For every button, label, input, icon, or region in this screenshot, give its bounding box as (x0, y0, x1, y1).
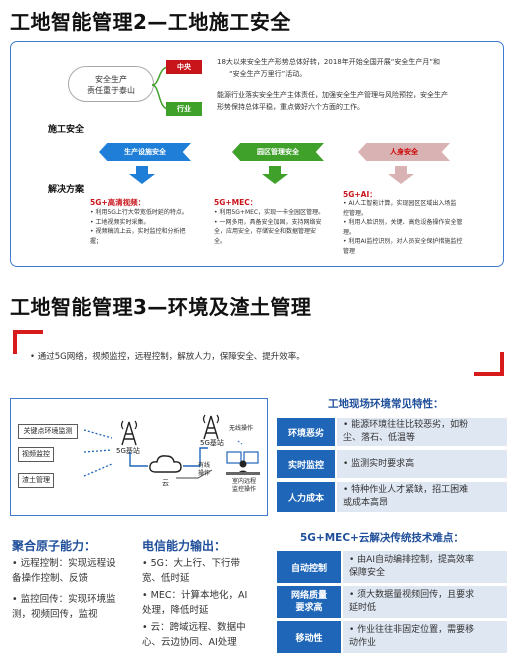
section2-summary: • 通过5G网络，视频监控，远程控制，解放人力，保障安全、提升效率。 (30, 352, 305, 362)
telecom-capability-list: • 5G：大上行、下行带 宽、低时延 • MEC：计算本地化，AI 处理，降低时… (142, 558, 248, 648)
red-bracket-left (13, 330, 17, 354)
down-arrow-icon (262, 166, 288, 184)
box-environment-monitoring: 关键点环境监测 (18, 424, 78, 439)
connection-lines (129, 440, 243, 479)
telecom-capability-title: 电信能力输出： (142, 539, 227, 553)
col3-body: • AI人工智能计算，实现园区区域出入场监 控管理。 • 利用人脸识别，关键、高… (343, 200, 463, 255)
box-muck-management: 渣土管理 (18, 473, 54, 488)
col2-heading: 5G+MEC： (214, 198, 258, 207)
wired-op-label: 有线 操作 (198, 462, 211, 477)
col1-heading: 5G+高清视频： (90, 198, 146, 207)
safety-panel (10, 41, 504, 267)
col1-body: • 利用5G上行大带宽低时延的特点。 • 工地视频实时采集。 • 视频稿流上云，… (90, 209, 188, 245)
down-arrow-icon (388, 166, 414, 184)
red-bracket-right-bottom (474, 372, 504, 376)
signal-waves-icon (83, 429, 113, 477)
env-row-text: • 特种作业人才紧缺，招工困难 或成本高昂 (337, 482, 507, 512)
tower1-label: 5G基站 (116, 447, 140, 455)
down-arrow-icon (129, 166, 155, 184)
operator-console-icon (226, 451, 260, 475)
tech-row-label: 移动性 (277, 621, 341, 653)
cell-tower-icon (202, 414, 220, 440)
brace-connector (151, 66, 169, 110)
env-row-text: • 监测实时要求高 (337, 450, 507, 478)
env-row-label: 人力成本 (277, 482, 335, 512)
remote-room-label: 室内远程 监控操作 (231, 478, 256, 493)
env-row-label: 实时监控 (277, 450, 335, 478)
cloud-icon (149, 455, 182, 473)
industry-description: 能源行业落实安全生产主体责任，加强安全生产管理与风险预控，安全生产 形势保持总体… (217, 91, 448, 111)
central-description: 18大以来安全生产形势总体好转，2018年开始全国开展“安全生产月”和 “安全生… (217, 58, 440, 78)
label-solution: 解决方案 (48, 185, 85, 195)
box-video-monitoring: 视频监控 (18, 447, 54, 462)
tag-industry: 行业 (166, 102, 202, 116)
bar-facility-safety: 生产设施安全 (99, 143, 191, 161)
oval-line1: 安全生产 (95, 75, 127, 84)
col2-body: • 利用5G+MEC，实现一卡全园区管理。 • 一网多用，具备安全加固，支持网络… (214, 209, 325, 245)
atomic-capability-list: • 远程控制：实现远程设 备操作控制、反馈 • 监控回传：实现环境监 测，视频回… (12, 558, 116, 620)
red-bracket-right (500, 352, 504, 376)
bar-park-management: 园区管理安全 (232, 143, 324, 161)
tech-row-text: • 须大数据量视频回传，且要求 延时低 (343, 586, 507, 618)
section1-title: 工地智能管理2—工地施工安全 (10, 10, 291, 34)
tech-row-text: • 作业往往非固定位置，需要移 动作业 (343, 621, 507, 653)
label-construction-safety: 施工安全 (48, 125, 85, 135)
bar-personal-safety: 人身安全 (358, 143, 450, 161)
tech-row-label: 自动控制 (277, 551, 341, 583)
env-row-label: 环境恶劣 (277, 418, 335, 446)
tag-central: 中央 (166, 60, 202, 74)
oval-line2: 责任重于泰山 (87, 86, 135, 95)
col3-heading: 5G+AI： (343, 190, 377, 199)
tech-difficulty-title: 5G+MEC+云解决传统技术难点： (300, 532, 464, 544)
tech-row-label: 网络质量 要求高 (277, 586, 341, 618)
red-bracket-left-top (13, 330, 43, 334)
cell-tower-icon (120, 420, 138, 446)
tower2-label: 5G基站 (200, 439, 224, 447)
env-features-title: 工地现场环境常见特性： (328, 398, 444, 410)
wireless-op-label: 无线操作 (229, 425, 254, 432)
tech-row-text: • 由AI自动编排控制，提高效率 保障安全 (343, 551, 507, 583)
safety-responsibility-oval: 安全生产 责任重于泰山 (68, 66, 154, 102)
section2-title: 工地智能管理3—环境及渣土管理 (10, 295, 312, 319)
atomic-capability-title: 聚合原子能力： (12, 539, 97, 553)
cloud-label: 云 (162, 479, 169, 487)
env-row-text: • 能源环境往往比较恶劣，如粉 尘、落石、低温等 (337, 418, 507, 446)
